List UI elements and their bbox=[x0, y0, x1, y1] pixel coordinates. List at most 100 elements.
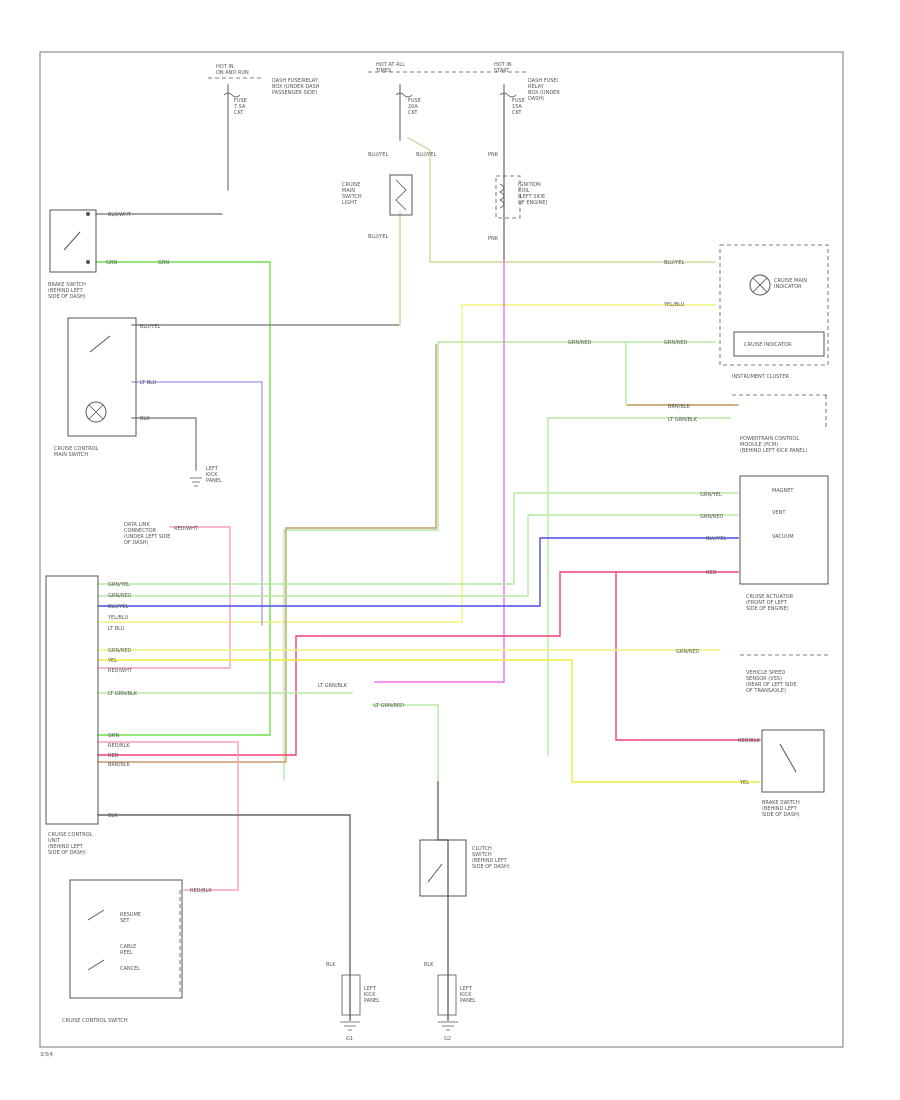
wire-label-ccu-6: GRN/RED bbox=[108, 648, 131, 654]
wire-label-lt-blu: LT BLU bbox=[140, 380, 157, 386]
ground-left-icon bbox=[190, 477, 202, 487]
wire-gry-main bbox=[131, 417, 197, 471]
ignition-coil-icon bbox=[499, 183, 505, 209]
wire-label-ccu-11: RED/BLK bbox=[108, 743, 130, 749]
wire-label-grn-b: GRN bbox=[158, 260, 169, 266]
wire-grn bbox=[95, 261, 271, 736]
wire-clutch-grn bbox=[371, 704, 439, 783]
clutch-switch-box bbox=[419, 839, 467, 897]
wire-label-relay: BLU/YEL bbox=[140, 324, 161, 330]
wire-label-ccu-9: LT GRN/BLK bbox=[108, 691, 138, 697]
label-actuator-vent: VENT bbox=[772, 510, 786, 516]
wire-label-ccu-3: BLU/YEL bbox=[108, 604, 129, 610]
label-steer-cancel: CANCEL bbox=[120, 966, 140, 972]
wire-label-ccu-10: GRN bbox=[108, 733, 119, 739]
brake-switch-right-blade bbox=[779, 743, 797, 773]
wire-brn bbox=[97, 344, 437, 763]
wire-grn-pcm-2 bbox=[547, 417, 731, 756]
wire-label-cluster-1: BLU/YEL bbox=[664, 260, 685, 266]
wire-lt-red bbox=[97, 526, 231, 669]
wire-label-steer: RED/BLK bbox=[190, 888, 212, 894]
relay-coil-icon bbox=[395, 179, 407, 211]
brake-switch-top-blade bbox=[63, 231, 81, 251]
wire-label-ccu-2: GRN/RED bbox=[108, 593, 131, 599]
wire-lt-grn-pcm bbox=[625, 341, 731, 406]
wire-label-cluster-3a: GRN/RED bbox=[568, 340, 591, 346]
wire-lt-blu bbox=[131, 381, 263, 626]
wire-act-red-2 bbox=[615, 571, 761, 741]
wire-act-2 bbox=[97, 514, 739, 597]
wire-label-main-blk: BLK bbox=[140, 416, 150, 422]
cruise-main-switch-lamp bbox=[85, 401, 107, 423]
cruise-indicator-lamp bbox=[749, 274, 771, 296]
label-actuator-vacuum: VACUUM bbox=[772, 534, 794, 540]
wire-label-pnk-bottom: PNK bbox=[488, 236, 499, 242]
label-cluster-box: CRUISE INDICATOR bbox=[744, 342, 792, 348]
wire-pnk bbox=[374, 94, 505, 683]
label-ground-g2-tag: G2 bbox=[444, 1036, 451, 1042]
wire-label-relay-bottom: BLU/YEL bbox=[368, 234, 389, 240]
wire-label-ccu-8: RED/WHT bbox=[108, 668, 133, 674]
label-steer-switch: CRUISE CONTROL SWITCH bbox=[62, 1018, 128, 1024]
cluster-inner-box bbox=[733, 331, 825, 357]
wire-label-g2-blk: BLK bbox=[424, 962, 434, 968]
wire-label-act-4: RED bbox=[706, 570, 717, 576]
wire-label-pcm-1: BRN/BLK bbox=[668, 404, 691, 410]
cruise-main-switch-lamp-x bbox=[88, 404, 104, 420]
steer-switch-blade-b bbox=[87, 959, 105, 971]
steering-switch-box bbox=[69, 879, 183, 999]
wire-blk-ccu bbox=[97, 814, 351, 1021]
wire-label-ccu-4: YEL/BLU bbox=[107, 615, 129, 621]
wire-label-brake-r-2: YEL bbox=[739, 780, 749, 786]
ground-g2-icon bbox=[438, 1021, 458, 1031]
brake-switch-top-pin-a bbox=[86, 212, 90, 216]
fuse-a-icon bbox=[223, 92, 241, 98]
fuse-b-icon bbox=[395, 92, 413, 98]
wire-label-act-3: BLU/YEL bbox=[706, 536, 727, 542]
wire-act-1 bbox=[97, 492, 739, 585]
wire-labels: BLK/WHT GRN GRN BLU/YEL LT BLU BLK BLU/Y… bbox=[106, 152, 760, 968]
cruise-control-unit-box bbox=[45, 575, 99, 825]
label-ground-g1-tag: G1 bbox=[346, 1036, 353, 1042]
wire-label-grn-a: GRN bbox=[106, 260, 117, 266]
wire-label-ccu-14: BLK bbox=[108, 813, 118, 819]
cruise-relay-box bbox=[389, 174, 413, 216]
wire-act-red bbox=[97, 571, 739, 756]
fuse-c-icon bbox=[499, 92, 517, 98]
ground-g2-box bbox=[437, 974, 457, 1016]
wire-yel-cluster bbox=[97, 304, 716, 623]
wire-blk-clutch bbox=[437, 781, 449, 1021]
label-actuator-magnet: MAGNET bbox=[772, 488, 794, 494]
wire-label-data-link: RED/WHT bbox=[174, 526, 199, 532]
wire-steer-red bbox=[97, 741, 239, 891]
wire-label-mid-grn: LT GRN/BLK bbox=[318, 683, 348, 689]
label-instrument-cluster: INSTRUMENT CLUSTER bbox=[732, 374, 790, 380]
wire-label-relay-top-b: BLU/YEL bbox=[416, 152, 437, 158]
wire-yel-vss bbox=[97, 659, 761, 783]
wire-lt-grn-cluster bbox=[283, 341, 716, 781]
components bbox=[45, 71, 829, 1031]
wire-label-cluster-3b: GRN/RED bbox=[664, 340, 687, 346]
wire-label-vss: GRN/RED bbox=[676, 649, 699, 655]
wire-label-ccu-12: RED bbox=[108, 753, 119, 759]
